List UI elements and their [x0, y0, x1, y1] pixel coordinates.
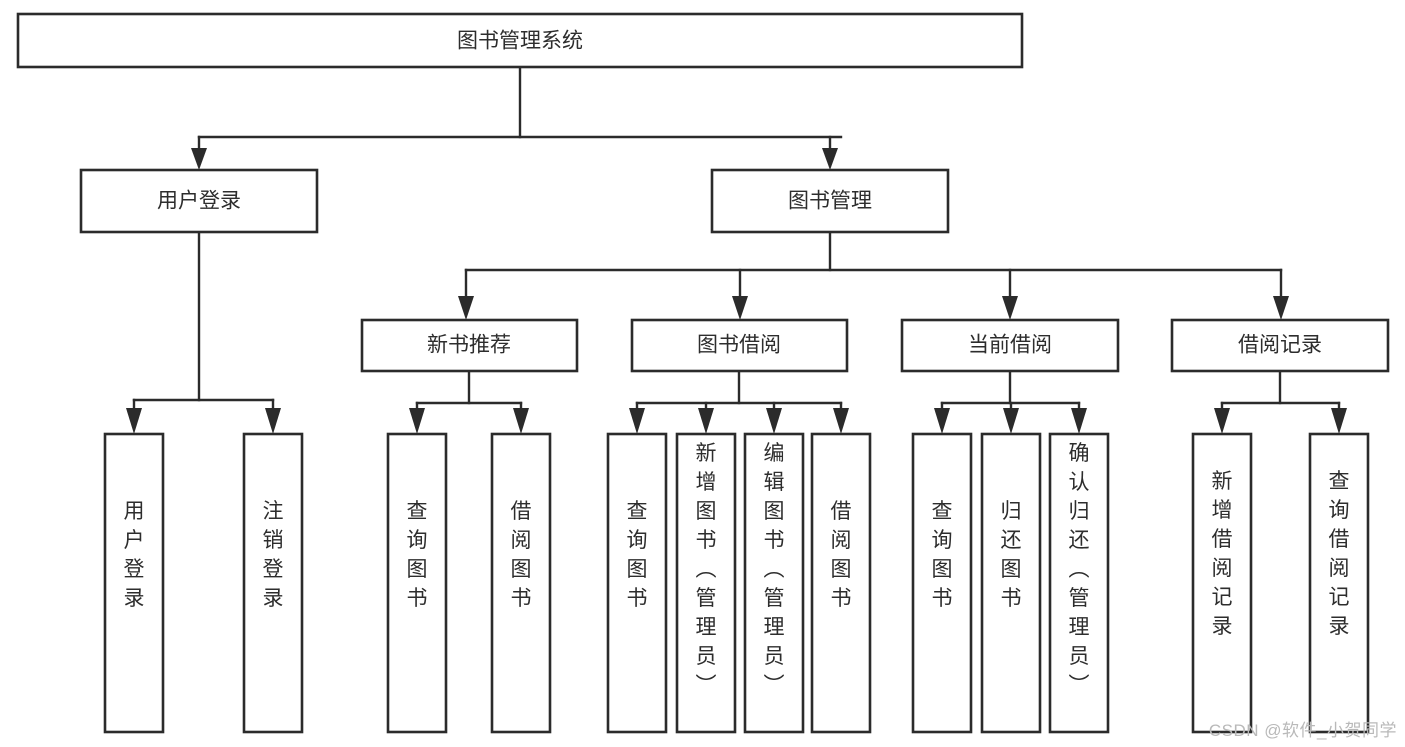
- leaf-current-borrow-return-label: 归还图书: [1001, 500, 1022, 610]
- leaf-new-book-query[interactable]: 查询图书: [386, 432, 448, 734]
- leaf-book-borrow-add-label: 新增图书︵管理员︶: [696, 442, 717, 697]
- leaf-borrow-record-add-label: 新增借阅记录: [1212, 470, 1233, 638]
- node-book-borrow[interactable]: 图书借阅: [630, 318, 849, 373]
- leaf-current-borrow-confirm-label: 确认归还︵管理员︶: [1069, 442, 1090, 697]
- csdn-watermark: CSDN @软件_小贺同学: [1208, 721, 1397, 740]
- node-user-login-label: 用户登录: [157, 190, 241, 213]
- node-root-system[interactable]: 图书管理系统: [16, 12, 1024, 69]
- leaf-book-borrow-query[interactable]: 查询图书: [606, 432, 668, 734]
- node-borrow-record-label: 借阅记录: [1238, 334, 1322, 357]
- leaf-current-borrow-query-label: 查询图书: [932, 500, 953, 610]
- edges-current-borrow-to-leaves: [934, 369, 1087, 434]
- node-borrow-record[interactable]: 借阅记录: [1170, 318, 1390, 373]
- leaf-book-borrow-edit[interactable]: 编辑图书︵管理员︶: [743, 432, 805, 734]
- node-new-book-recommend[interactable]: 新书推荐: [360, 318, 579, 373]
- leaf-current-borrow-query[interactable]: 查询图书: [911, 432, 973, 734]
- node-current-borrow[interactable]: 当前借阅: [900, 318, 1120, 373]
- leaf-new-book-borrow[interactable]: 借阅图书: [490, 432, 552, 734]
- leaf-new-book-query-label: 查询图书: [407, 500, 428, 610]
- edges-level2-to-level3: [458, 230, 1289, 320]
- leaf-borrow-record-add[interactable]: 新增借阅记录: [1191, 432, 1253, 734]
- edges-borrow-record-to-leaves: [1214, 369, 1347, 434]
- leaf-book-borrow-add[interactable]: 新增图书︵管理员︶: [675, 432, 737, 734]
- edges-root-to-level2: [191, 65, 843, 170]
- leaf-borrow-record-query-label: 查询借阅记录: [1329, 470, 1350, 638]
- edges-book-borrow-to-leaves: [629, 369, 849, 434]
- node-book-borrow-label: 图书借阅: [697, 334, 781, 357]
- leaf-user-login-logout[interactable]: 注销登录: [242, 432, 304, 734]
- node-user-login[interactable]: 用户登录: [79, 168, 319, 234]
- node-new-book-recommend-label: 新书推荐: [427, 334, 511, 357]
- leaf-current-borrow-return[interactable]: 归还图书: [980, 432, 1042, 734]
- node-book-management-label: 图书管理: [788, 190, 872, 213]
- leaf-user-login-login-label: 用户登录: [124, 500, 145, 610]
- node-current-borrow-label: 当前借阅: [968, 334, 1052, 357]
- leaf-user-login-login[interactable]: 用户登录: [103, 432, 165, 734]
- leaf-current-borrow-confirm[interactable]: 确认归还︵管理员︶: [1048, 432, 1110, 734]
- leaf-book-borrow-borrow-label: 借阅图书: [831, 500, 852, 610]
- edges-new-book-to-leaves: [409, 369, 529, 434]
- leaf-book-borrow-query-label: 查询图书: [627, 500, 648, 610]
- leaf-new-book-borrow-label: 借阅图书: [511, 500, 532, 610]
- leaf-user-login-logout-label: 注销登录: [263, 500, 284, 610]
- leaf-book-borrow-borrow[interactable]: 借阅图书: [810, 432, 872, 734]
- edges-user-login-to-leaves: [126, 230, 281, 434]
- leaf-book-borrow-edit-label: 编辑图书︵管理员︶: [764, 442, 785, 697]
- node-root-label: 图书管理系统: [457, 30, 583, 53]
- node-book-management[interactable]: 图书管理: [710, 168, 950, 234]
- leaf-borrow-record-query[interactable]: 查询借阅记录: [1308, 432, 1370, 734]
